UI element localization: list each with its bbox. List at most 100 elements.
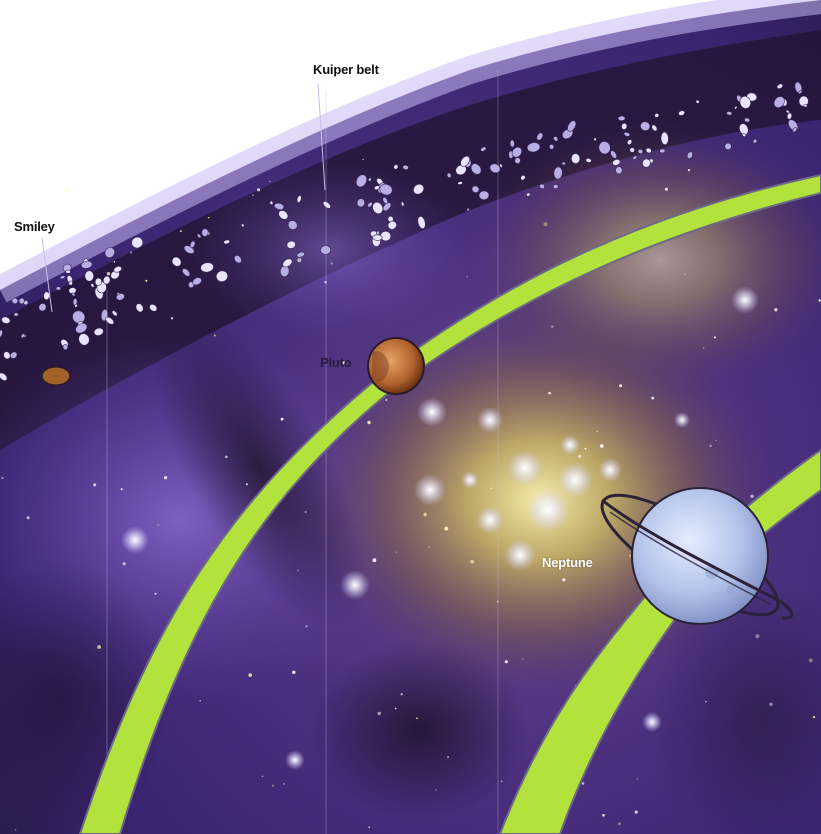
star <box>635 811 638 814</box>
star <box>461 471 479 489</box>
star <box>416 717 418 719</box>
star <box>619 384 622 387</box>
star <box>505 660 508 663</box>
star <box>297 570 298 571</box>
star <box>283 783 284 784</box>
star <box>705 701 706 702</box>
star <box>27 516 30 519</box>
star <box>164 476 167 479</box>
star <box>526 488 570 532</box>
kuiper-belt-object <box>14 313 19 317</box>
kuiper-belt-object <box>63 344 68 350</box>
star <box>598 458 622 482</box>
star <box>809 659 813 663</box>
star <box>208 217 209 218</box>
star <box>378 712 381 715</box>
star <box>248 673 252 677</box>
star <box>114 261 116 263</box>
kuiper-belt-object <box>660 149 666 153</box>
star <box>121 526 149 554</box>
star <box>710 445 712 447</box>
star <box>199 700 201 702</box>
star <box>29 172 33 176</box>
kuiper-belt-object <box>373 235 383 241</box>
star <box>188 154 191 157</box>
star <box>557 462 593 498</box>
star <box>504 539 536 571</box>
star <box>551 325 553 327</box>
star <box>582 782 585 785</box>
kuiper-belt-object <box>510 140 515 147</box>
star <box>158 524 159 525</box>
star <box>429 546 431 548</box>
star <box>665 188 668 191</box>
star <box>121 488 123 490</box>
star <box>417 397 447 427</box>
star <box>292 671 295 674</box>
pluto-label: Pluto <box>320 355 352 370</box>
kuiper-belt-object <box>594 138 597 142</box>
star <box>769 703 772 706</box>
star <box>703 347 705 349</box>
star <box>578 455 581 458</box>
kuiper-belt-label: Kuiper belt <box>313 62 379 77</box>
star <box>123 562 126 565</box>
star <box>755 634 759 638</box>
star <box>385 399 387 401</box>
star <box>522 658 524 660</box>
star <box>180 230 182 232</box>
star <box>401 693 403 695</box>
star <box>600 444 603 447</box>
star <box>618 822 621 825</box>
star <box>750 495 753 498</box>
kuiper-belt-object <box>553 184 558 189</box>
star <box>363 159 364 160</box>
star <box>467 276 468 277</box>
kuiper-belt-object <box>562 162 566 165</box>
star <box>269 181 270 182</box>
kuiper-belt-object <box>549 144 554 149</box>
star <box>684 273 686 275</box>
star <box>731 286 759 314</box>
star <box>395 708 397 710</box>
kuiper-belt-object <box>202 229 209 237</box>
star <box>543 222 547 226</box>
star <box>501 781 503 783</box>
star <box>813 716 815 718</box>
star <box>716 440 717 441</box>
star <box>305 511 307 513</box>
star <box>674 412 690 428</box>
star <box>155 593 157 595</box>
star <box>602 814 605 817</box>
smiley-object-icon <box>42 367 70 385</box>
star <box>491 488 493 490</box>
neptune-label: Neptune <box>542 555 593 570</box>
star <box>15 829 16 830</box>
star <box>629 555 631 557</box>
star <box>340 570 370 600</box>
star <box>562 578 565 581</box>
star <box>596 431 598 433</box>
star <box>368 826 370 828</box>
star <box>548 392 551 395</box>
star <box>257 188 260 191</box>
kuiper-belt-object <box>85 271 94 282</box>
star <box>281 418 284 421</box>
star <box>373 558 377 562</box>
kuiper-belt-object <box>618 116 625 121</box>
star <box>171 317 173 319</box>
kuiper-belt-object <box>19 298 25 305</box>
star <box>477 407 503 433</box>
star <box>246 483 248 485</box>
star <box>285 750 305 770</box>
star <box>67 188 71 192</box>
star <box>145 280 147 282</box>
star <box>93 483 96 486</box>
star <box>367 421 370 424</box>
star <box>272 785 274 787</box>
star <box>435 789 436 790</box>
star <box>584 448 586 450</box>
star <box>331 262 333 264</box>
star <box>688 169 690 171</box>
